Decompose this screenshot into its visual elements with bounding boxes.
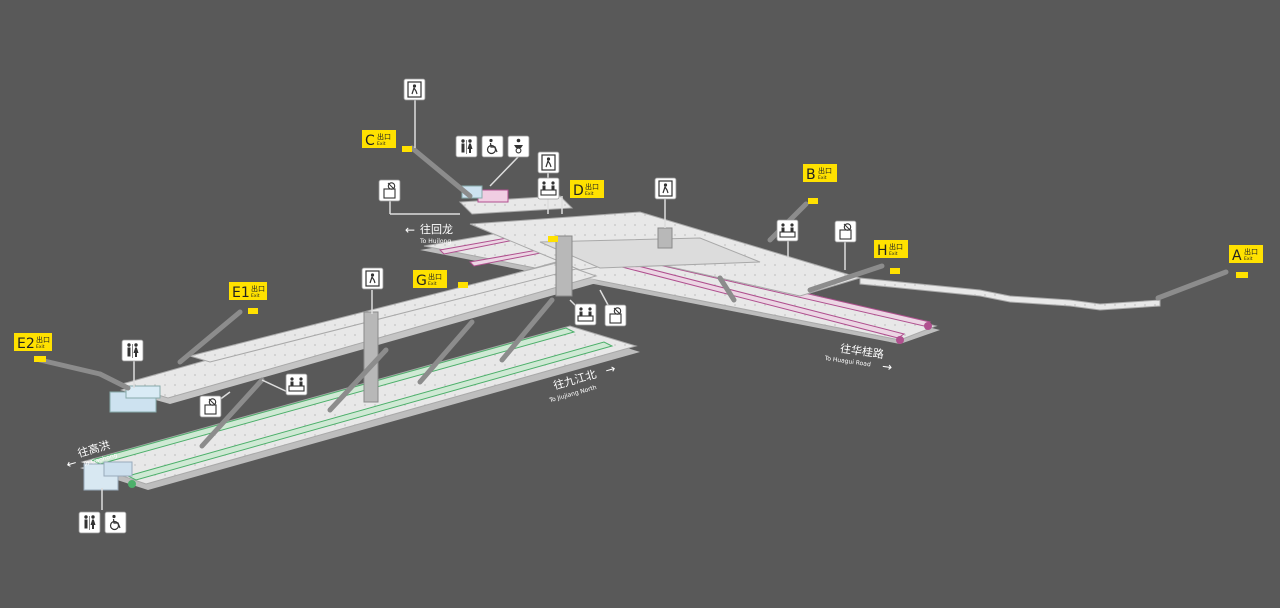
elevator-icon: [403, 78, 426, 101]
direction-labels: ← 往回龙 To Huilong 往华桂路 To Huagui Road → 往…: [65, 222, 893, 472]
exit-sub-en: Exit: [585, 191, 594, 197]
exit-letter: H: [877, 243, 888, 259]
direction-huilong-en: To Huilong: [419, 238, 451, 245]
green-line-platform: [80, 325, 640, 491]
exit-sub-en: Exit: [1244, 256, 1253, 262]
exit-sub-cn: 出口: [585, 182, 599, 191]
concourse-central: [458, 185, 862, 297]
exit-sub-en: Exit: [36, 344, 45, 350]
station-structure: [34, 100, 1248, 510]
ticket-machine-icon: [199, 395, 222, 418]
exit-sub-cn: 出口: [251, 284, 265, 293]
ticket-machine-icon: [834, 220, 857, 243]
leader-lines: [101, 100, 846, 510]
exit-sub-cn: 出口: [428, 272, 442, 281]
exit-sub-en: Exit: [251, 293, 260, 299]
exit-letter: C: [365, 133, 375, 149]
direction-huilong-arrow: ←: [405, 223, 415, 237]
customer-service-icon: [285, 373, 308, 396]
direction-huagui: 往华桂路 To Huagui Road →: [823, 341, 893, 374]
accessible-toilet-icon: [104, 511, 127, 534]
exit-sub-cn: 出口: [889, 242, 903, 251]
concourse-west: [109, 261, 600, 413]
ticket-machine-icon: [378, 179, 401, 202]
exit-letter: D: [573, 183, 584, 199]
exit-sub-cn: 出口: [36, 335, 50, 344]
elevator-icon: [654, 177, 677, 200]
exit-letter: B: [806, 167, 816, 183]
direction-huagui-arrow: →: [881, 359, 893, 374]
toilets-icon: [121, 339, 144, 362]
passage-east: [859, 277, 1161, 311]
exit-letter: E2: [17, 336, 35, 352]
exit-letter: A: [1232, 248, 1242, 264]
direction-huagui-cn: 往华桂路: [839, 341, 885, 361]
elevator-icon: [537, 151, 560, 174]
customer-service-icon: [776, 219, 799, 242]
direction-gaohong-arrow: ←: [65, 455, 79, 471]
accessible-toilet-icon: [481, 135, 504, 158]
direction-huilong: ← 往回龙 To Huilong: [405, 222, 453, 245]
exit-sub-cn: 出口: [818, 166, 832, 175]
customer-service-icon: [574, 303, 597, 326]
exit-sub-cn: 出口: [377, 132, 391, 141]
exit-letter: E1: [232, 285, 250, 301]
direction-jiujiang-arrow: →: [604, 361, 618, 377]
exit-sub-cn: 出口: [1244, 247, 1258, 256]
baby-care-icon: [507, 135, 530, 158]
exit-sub-en: Exit: [818, 175, 827, 181]
exit-portals: [34, 146, 1248, 362]
exit-sub-en: Exit: [377, 141, 386, 147]
toilets-icon: [455, 135, 478, 158]
exit-sub-en: Exit: [428, 281, 437, 287]
direction-huilong-cn: 往回龙: [420, 222, 453, 236]
exit-sub-en: Exit: [889, 251, 898, 257]
facility-icons: [78, 78, 857, 534]
elevator-icon: [361, 267, 384, 290]
ticket-machine-icon: [604, 304, 627, 327]
customer-service-icon: [537, 177, 560, 200]
exit-letter: G: [416, 273, 427, 289]
toilets-icon: [78, 511, 101, 534]
